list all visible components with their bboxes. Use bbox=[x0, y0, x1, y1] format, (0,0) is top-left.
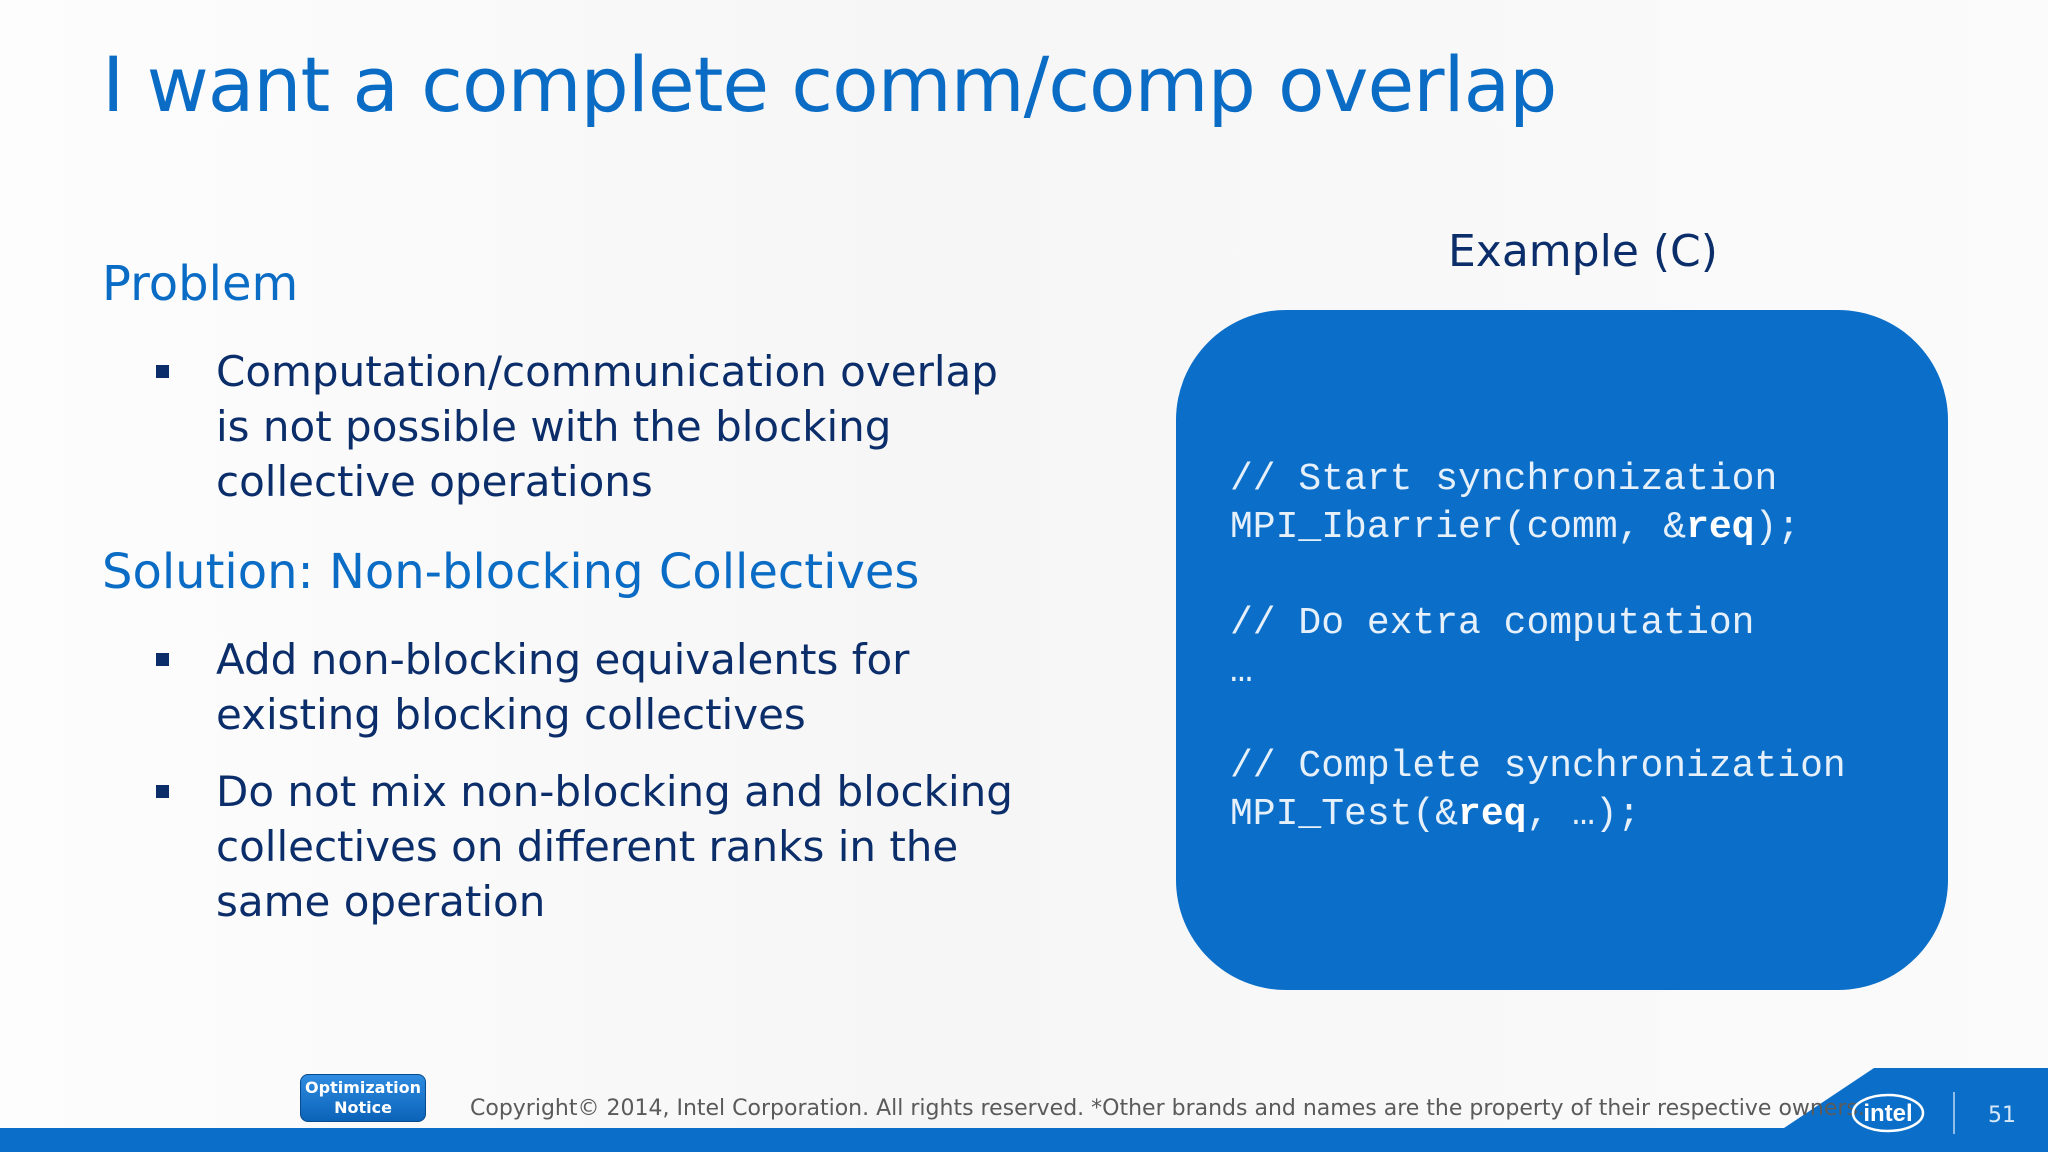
code-test-call: MPI_Test(&req, …); bbox=[1230, 793, 1641, 836]
code-comment-extra: // Do extra computation bbox=[1230, 602, 1755, 645]
bullet-square-icon bbox=[156, 365, 169, 378]
bullet-text: Add non-blocking equivalents for existin… bbox=[216, 635, 910, 739]
slide-title: I want a complete comm/comp overlap bbox=[102, 40, 1557, 129]
footer-divider bbox=[1953, 1092, 1955, 1134]
bullet-text: Do not mix non-blocking and blocking col… bbox=[216, 767, 1013, 926]
intel-logo-text: intel bbox=[1863, 1100, 1912, 1127]
problem-heading: Problem bbox=[102, 256, 299, 312]
code-example-box bbox=[1176, 310, 1948, 990]
badge-line-1: Optimization bbox=[305, 1078, 421, 1097]
footer-band bbox=[0, 1128, 2048, 1152]
code-comment-complete: // Complete synchronization bbox=[1230, 745, 1846, 788]
solution-heading: Solution: Non-blocking Collectives bbox=[102, 544, 920, 600]
example-heading: Example (C) bbox=[1448, 226, 1718, 277]
bullet-square-icon bbox=[156, 785, 169, 798]
optimization-notice-button[interactable]: Optimization Notice bbox=[300, 1074, 426, 1122]
code-ibarrier-call: MPI_Ibarrier(comm, &req); bbox=[1230, 506, 1801, 549]
code-ellipsis: … bbox=[1230, 650, 1253, 693]
badge-line-2: Notice bbox=[334, 1098, 392, 1117]
solution-bullet-2: Do not mix non-blocking and blocking col… bbox=[150, 764, 1016, 929]
problem-bullet-1: Computation/communication overlap is not… bbox=[150, 344, 1016, 509]
solution-bullet-list: Add non-blocking equivalents for existin… bbox=[150, 632, 1016, 929]
page-number: 51 bbox=[1988, 1103, 2016, 1128]
solution-bullet-1: Add non-blocking equivalents for existin… bbox=[150, 632, 1016, 742]
bullet-square-icon bbox=[156, 653, 169, 666]
code-comment-start: // Start synchronization bbox=[1230, 458, 1778, 501]
bullet-text: Computation/communication overlap is not… bbox=[216, 347, 998, 506]
intel-logo-icon: intel bbox=[1851, 1093, 1925, 1133]
problem-bullet-list: Computation/communication overlap is not… bbox=[150, 344, 1016, 509]
copyright-text: Copyright© 2014, Intel Corporation. All … bbox=[470, 1096, 1865, 1121]
